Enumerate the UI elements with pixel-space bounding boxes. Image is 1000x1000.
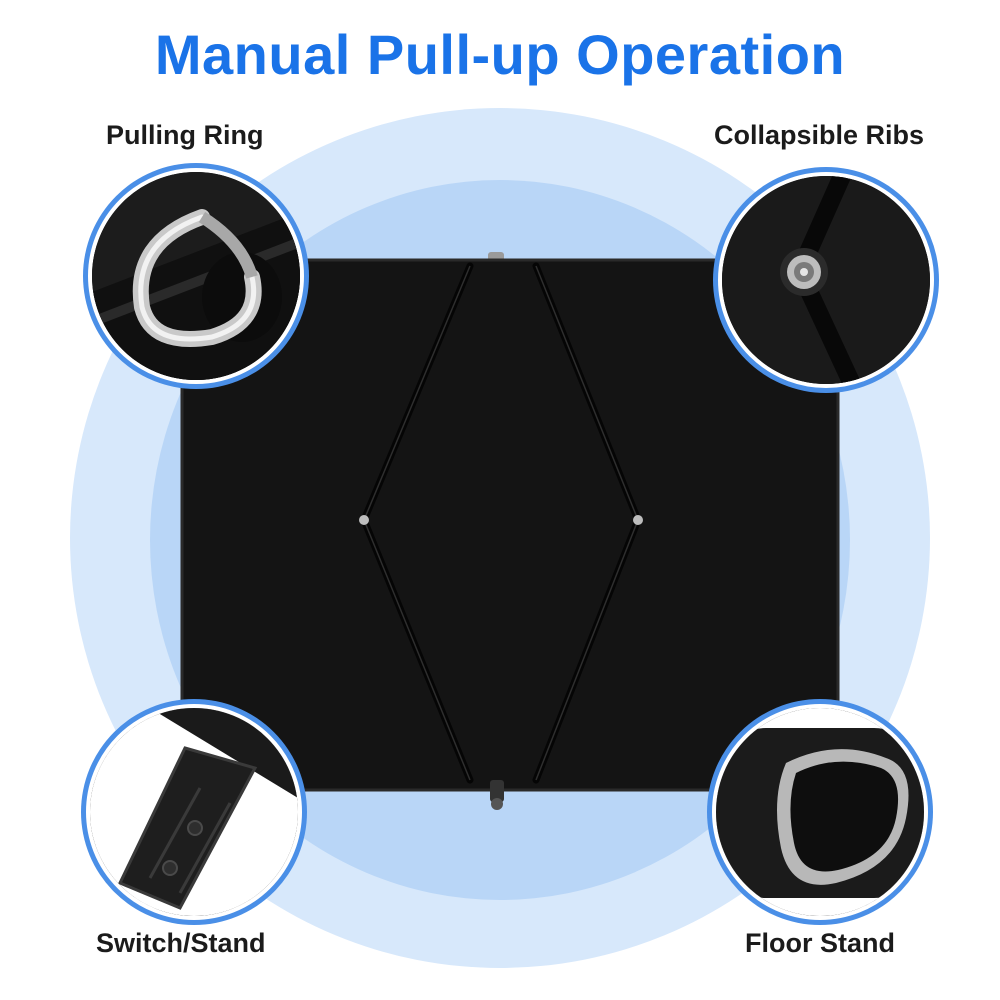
pulling-ring-label: Pulling Ring xyxy=(106,120,264,150)
collapsible-ribs-zoom-image xyxy=(718,172,934,388)
projector-screen-image xyxy=(170,248,850,818)
switch-stand-label: Switch/Stand xyxy=(96,928,266,958)
page-title: Manual Pull-up Operation xyxy=(154,23,846,86)
floor-stand-label: Floor Stand xyxy=(745,928,895,958)
floor-stand-zoom-image xyxy=(712,704,928,920)
collapsible-ribs-label: Collapsible Ribs xyxy=(714,120,925,150)
pulling-ring-zoom-image xyxy=(88,168,304,384)
switch-stand-zoom-image xyxy=(86,704,302,920)
